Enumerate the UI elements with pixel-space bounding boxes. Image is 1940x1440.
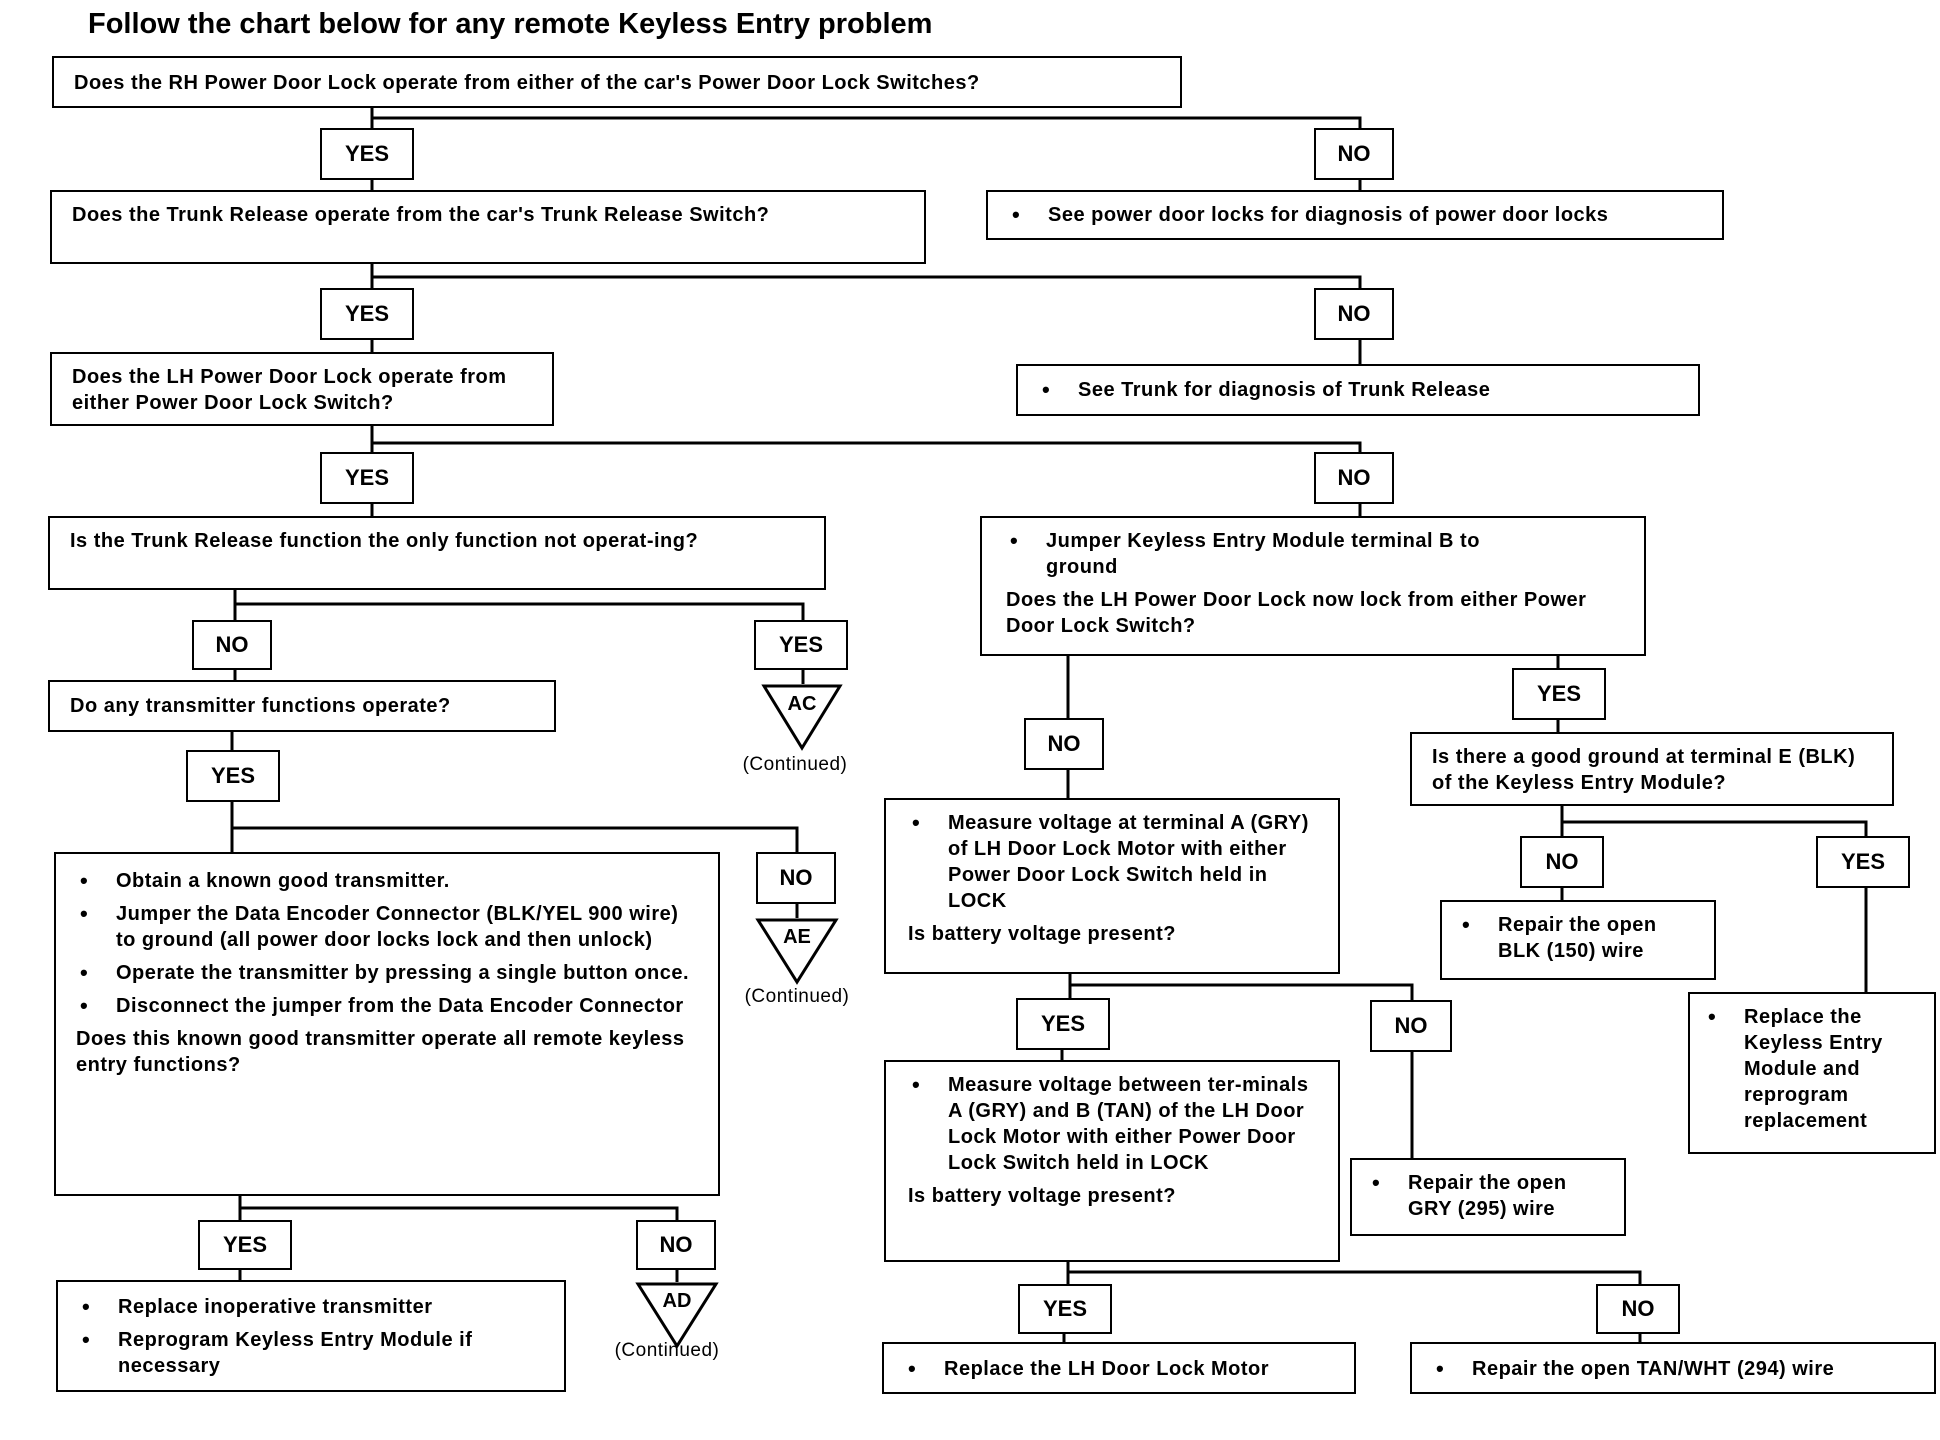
bullet-item: Replace inoperative transmitter <box>78 1294 544 1320</box>
replace-lh-door-lock-motor-action: Replace the LH Door Lock Motor <box>882 1342 1356 1394</box>
bullet-item: Obtain a known good transmitter. <box>76 868 698 894</box>
yes-label: YES <box>186 750 280 802</box>
question-text: Does the Trunk Release operate from the … <box>72 204 770 226</box>
trunk-release-question: Does the Trunk Release operate from the … <box>50 190 926 264</box>
continued-note: (Continued) <box>614 1340 720 1361</box>
question-text: Is there a good ground at terminal E (BL… <box>1432 746 1856 794</box>
question-text: Is battery voltage present? <box>908 923 1177 945</box>
no-label: NO <box>1024 718 1104 770</box>
bullet-item: Measure voltage at terminal A (GRY) of L… <box>908 810 1316 914</box>
yes-label: YES <box>320 288 414 340</box>
yes-label: YES <box>1018 1284 1112 1334</box>
power-door-locks-reference: See power door locks for diagnosis of po… <box>986 190 1724 240</box>
yes-label: YES <box>1816 836 1910 888</box>
question-text: Do any transmitter functions operate? <box>70 695 451 717</box>
bullet-item: See power door locks for diagnosis of po… <box>1008 202 1702 228</box>
replace-keyless-entry-module-action: Replace the Keyless Entry Module and rep… <box>1688 992 1936 1154</box>
yes-label: YES <box>320 128 414 180</box>
lh-power-door-lock-question: Does the LH Power Door Lock operate from… <box>50 352 554 426</box>
yes-label: YES <box>1512 668 1606 720</box>
question-text: Does the LH Power Door Lock now lock fro… <box>1006 589 1587 637</box>
connector-ad-triangle <box>635 1282 719 1349</box>
connector-ae-triangle <box>755 918 839 985</box>
no-label: NO <box>1596 1284 1680 1334</box>
transmitter-functions-question: Do any transmitter functions operate? <box>48 680 556 732</box>
trunk-reference: See Trunk for diagnosis of Trunk Release <box>1016 364 1700 416</box>
question-text: Does this known good transmitter operate… <box>76 1028 685 1076</box>
bullet-item: Replace the LH Door Lock Motor <box>904 1356 1334 1382</box>
bullet-item: Disconnect the jumper from the Data Enco… <box>76 993 698 1019</box>
no-label: NO <box>1314 128 1394 180</box>
bullet-item: Reprogram Keyless Entry Module if necess… <box>78 1327 544 1379</box>
no-label: NO <box>192 620 272 670</box>
trunk-only-function-question: Is the Trunk Release function the only f… <box>48 516 826 590</box>
continued-note: (Continued) <box>744 986 850 1007</box>
question-text: Is the Trunk Release function the only f… <box>70 530 699 552</box>
bullet-item: Replace the Keyless Entry Module and rep… <box>1704 1004 1920 1134</box>
question-text: Is battery voltage present? <box>908 1185 1177 1207</box>
connector-ad-label: AD <box>662 1290 692 1312</box>
no-label: NO <box>1314 288 1394 340</box>
no-label: NO <box>1520 836 1604 888</box>
repair-blk-wire-action: Repair the open BLK (150) wire <box>1440 900 1716 980</box>
bullet-item: Jumper the Data Encoder Connector (BLK/Y… <box>76 901 698 953</box>
known-good-transmitter-steps: Obtain a known good transmitter. Jumper … <box>54 852 720 1196</box>
question-text: Does the RH Power Door Lock operate from… <box>74 72 980 94</box>
rh-power-door-lock-question: Does the RH Power Door Lock operate from… <box>52 56 1182 108</box>
yes-label: YES <box>754 620 848 670</box>
replace-transmitter-actions: Replace inoperative transmitter Reprogra… <box>56 1280 566 1392</box>
bullet-item: See Trunk for diagnosis of Trunk Release <box>1038 377 1678 403</box>
no-label: NO <box>756 852 836 904</box>
measure-voltage-a-b-step: Measure voltage between ter-minals A (GR… <box>884 1060 1340 1262</box>
bullet-item: Repair the open TAN/WHT (294) wire <box>1432 1356 1914 1382</box>
continued-note: (Continued) <box>742 754 848 775</box>
yes-label: YES <box>320 452 414 504</box>
measure-voltage-terminal-a-step: Measure voltage at terminal A (GRY) of L… <box>884 798 1340 974</box>
page-title: Follow the chart below for any remote Ke… <box>88 8 933 40</box>
question-text: Does the LH Power Door Lock operate from… <box>72 366 507 414</box>
jumper-module-terminal-b-step: Jumper Keyless Entry Module terminal B t… <box>980 516 1646 656</box>
no-label: NO <box>636 1220 716 1270</box>
repair-tan-wht-wire-action: Repair the open TAN/WHT (294) wire <box>1410 1342 1936 1394</box>
bullet-item: Repair the open GRY (295) wire <box>1368 1170 1608 1222</box>
bullet-item: Operate the transmitter by pressing a si… <box>76 960 698 986</box>
connector-ac-triangle <box>761 684 843 751</box>
no-label: NO <box>1314 452 1394 504</box>
connector-ac-label: AC <box>787 693 817 715</box>
connector-ae-label: AE <box>783 926 811 948</box>
ground-terminal-e-question: Is there a good ground at terminal E (BL… <box>1410 732 1894 806</box>
repair-gry-wire-action: Repair the open GRY (295) wire <box>1350 1158 1626 1236</box>
bullet-item: Jumper Keyless Entry Module terminal B t… <box>1006 528 1620 580</box>
bullet-item: Measure voltage between ter-minals A (GR… <box>908 1072 1316 1176</box>
bullet-item: Repair the open BLK (150) wire <box>1458 912 1698 964</box>
yes-label: YES <box>1016 998 1110 1050</box>
yes-label: YES <box>198 1220 292 1270</box>
no-label: NO <box>1370 1000 1452 1052</box>
